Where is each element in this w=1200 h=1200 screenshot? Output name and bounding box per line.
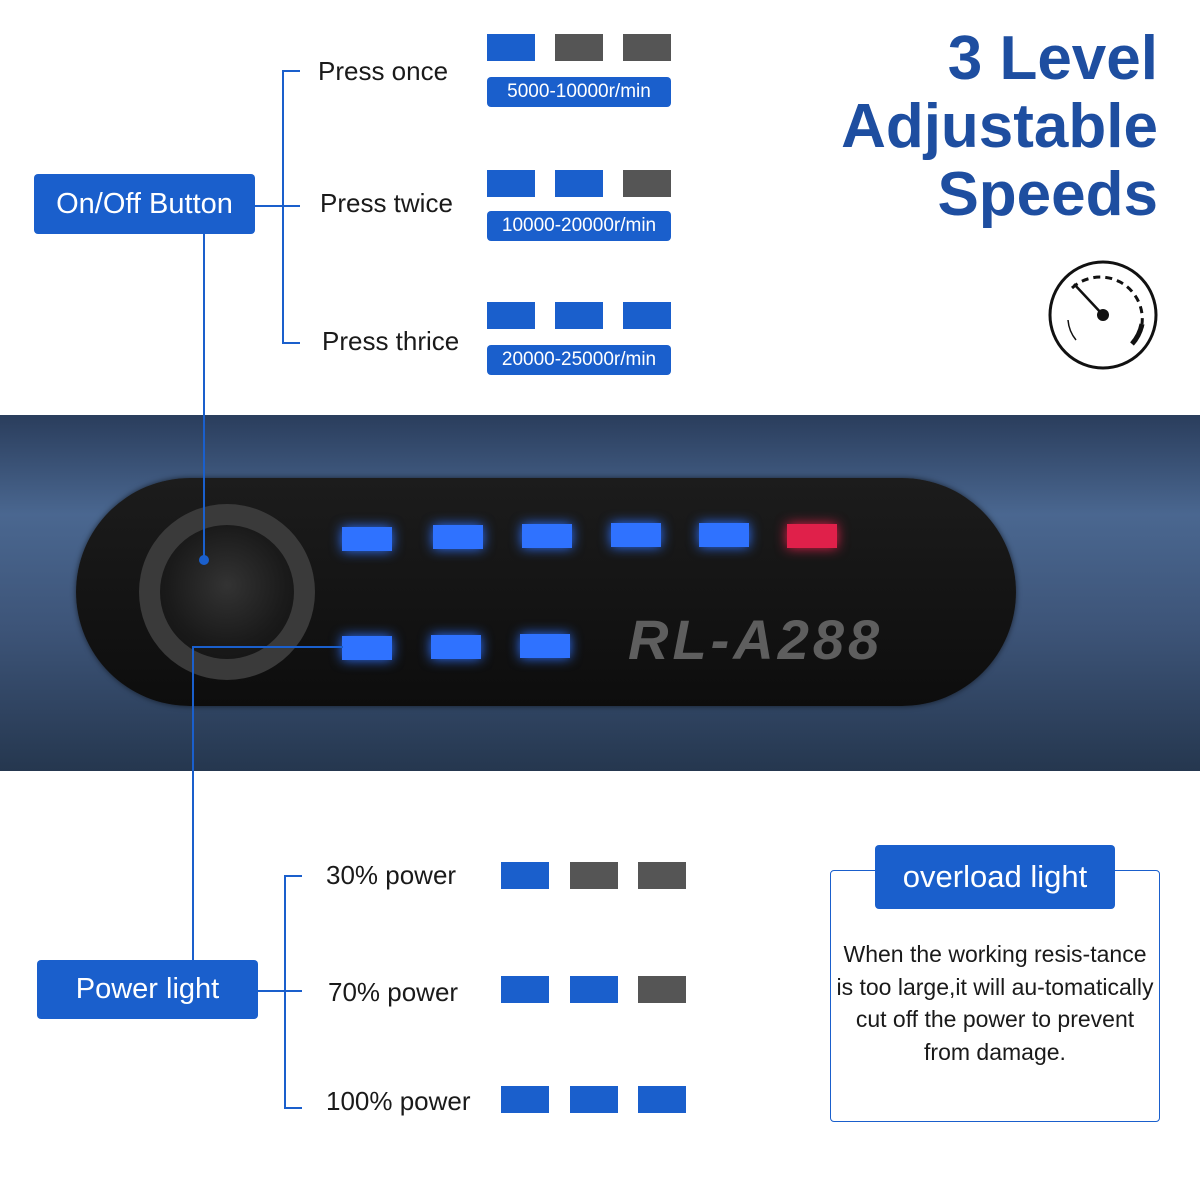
power-button-dot bbox=[199, 555, 209, 565]
power-level-2-label: 70% power bbox=[328, 977, 459, 1007]
onoff-connector bbox=[254, 205, 284, 207]
speed-level-3-label: Press thrice bbox=[322, 326, 460, 356]
speed-level-2-range: 10000-20000r/min bbox=[487, 211, 671, 241]
power-level-3-label: 100% power bbox=[326, 1086, 471, 1116]
power-level-3-block-2 bbox=[570, 1086, 618, 1113]
power-led-3 bbox=[520, 634, 570, 658]
power-bracket-vertical bbox=[284, 875, 286, 1109]
speed-led-3 bbox=[522, 524, 572, 548]
speed-level-1-block-2 bbox=[555, 34, 603, 61]
speed-level-1-block-3 bbox=[623, 34, 671, 61]
overload-led bbox=[787, 524, 837, 548]
headline-line-3: Speeds bbox=[937, 160, 1158, 229]
speed-bracket-mid bbox=[282, 205, 300, 207]
power-light-label: Power light bbox=[37, 960, 258, 1019]
overload-description: When the working resis-tance is too larg… bbox=[836, 941, 1154, 1065]
power-level-1-block-2 bbox=[570, 862, 618, 889]
headline-line-2: Adjustable bbox=[841, 92, 1158, 161]
power-level-2-block-1 bbox=[501, 976, 549, 1003]
speed-led-4 bbox=[611, 523, 661, 547]
power-bracket-top bbox=[284, 875, 302, 877]
overload-light-title: overload light bbox=[875, 845, 1115, 909]
speed-led-5 bbox=[699, 523, 749, 547]
power-callout-vertical bbox=[192, 646, 194, 961]
on-off-button-label: On/Off Button bbox=[34, 174, 255, 234]
power-button-icon[interactable] bbox=[160, 525, 294, 659]
speed-level-2-block-1 bbox=[487, 170, 535, 197]
speed-bracket-bottom bbox=[282, 342, 300, 344]
speed-level-2-block-2 bbox=[555, 170, 603, 197]
speed-led-1 bbox=[342, 527, 392, 551]
speed-level-3-block-2 bbox=[555, 302, 603, 329]
speed-level-3-range: 20000-25000r/min bbox=[487, 345, 671, 375]
power-callout-horizontal bbox=[193, 646, 343, 648]
power-led-1 bbox=[342, 636, 392, 660]
power-level-1-block-1 bbox=[501, 862, 549, 889]
power-level-3-block-3 bbox=[638, 1086, 686, 1113]
power-level-1-block-3 bbox=[638, 862, 686, 889]
speed-level-2-label: Press twice bbox=[320, 188, 453, 218]
headline-line-1: 3 Level bbox=[947, 24, 1158, 93]
speed-bracket-vertical bbox=[282, 70, 284, 344]
power-level-1-label: 30% power bbox=[326, 860, 457, 890]
onoff-callout-line bbox=[203, 234, 205, 559]
speedometer-icon bbox=[1048, 260, 1158, 370]
speed-led-2 bbox=[433, 525, 483, 549]
power-bracket-mid bbox=[284, 990, 302, 992]
model-name: RL-A288 bbox=[628, 608, 884, 671]
speed-level-3-block-3 bbox=[623, 302, 671, 329]
power-level-3-block-1 bbox=[501, 1086, 549, 1113]
power-connector bbox=[257, 990, 285, 992]
speed-level-1-range: 5000-10000r/min bbox=[487, 77, 671, 107]
power-level-2-block-2 bbox=[570, 976, 618, 1003]
power-bracket-bottom bbox=[284, 1107, 302, 1109]
power-led-2 bbox=[431, 635, 481, 659]
speed-level-2-block-3 bbox=[623, 170, 671, 197]
speed-level-1-label: Press once bbox=[318, 56, 449, 86]
speed-level-1-block-1 bbox=[487, 34, 535, 61]
speed-bracket-top bbox=[282, 70, 300, 72]
power-level-2-block-3 bbox=[638, 976, 686, 1003]
speed-level-3-block-1 bbox=[487, 302, 535, 329]
